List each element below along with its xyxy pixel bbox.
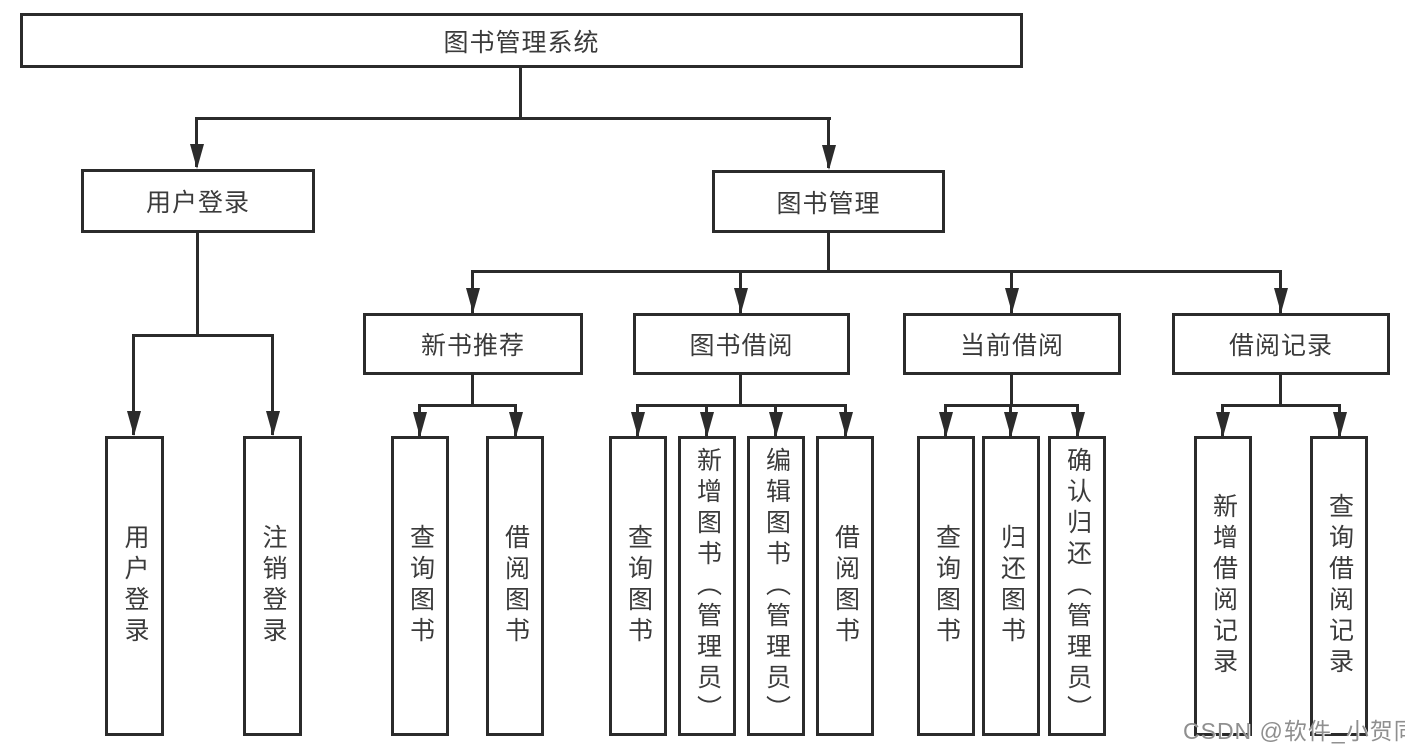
leaf-query-borrow-record: 查询借阅记录 — [1310, 436, 1368, 736]
arrow-down-icon — [1071, 412, 1085, 437]
leaf-return-books-label: 归还图书 — [997, 524, 1026, 648]
connector-newbook-stem — [471, 375, 474, 407]
leaf-edit-books-admin-label: 编辑图书（管理员） — [762, 446, 791, 726]
node-new-book-recommend-label: 新书推荐 — [420, 332, 525, 360]
arrow-down-icon — [769, 412, 783, 437]
arrow-down-icon — [700, 412, 714, 437]
arrow-down-icon — [413, 412, 427, 437]
arrow-down-icon — [734, 288, 748, 313]
leaf-edit-books-admin: 编辑图书（管理员） — [747, 436, 805, 736]
leaf-return-books: 归还图书 — [982, 436, 1040, 736]
arrow-down-icon — [1216, 412, 1230, 437]
leaf-confirm-return-admin-label: 确认归还（管理员） — [1063, 446, 1092, 726]
arrow-down-icon — [127, 411, 141, 436]
leaf-add-books-admin-label: 新增图书（管理员） — [693, 446, 722, 726]
leaf-add-borrow-record: 新增借阅记录 — [1194, 436, 1252, 736]
leaf-add-borrow-record-label: 新增借阅记录 — [1209, 493, 1238, 679]
connector-userlogin-drop-2 — [271, 334, 274, 435]
leaf-query-books-3-label: 查询图书 — [932, 524, 961, 648]
connector-borrowrecords-stem — [1279, 375, 1282, 407]
connector-bookmgmt-stem — [827, 233, 830, 273]
node-current-borrow: 当前借阅 — [903, 313, 1121, 375]
connector-userlogin-drop-1 — [132, 334, 135, 435]
arrow-down-icon — [509, 412, 523, 437]
connector-bookborrow-stem — [739, 375, 742, 407]
node-book-borrow: 图书借阅 — [633, 313, 850, 375]
watermark-text: CSDN @软件_小贺同学 — [1183, 718, 1405, 744]
leaf-borrow-books-2: 借阅图书 — [816, 436, 874, 736]
leaf-add-books-admin: 新增图书（管理员） — [678, 436, 736, 736]
node-borrow-records-label: 借阅记录 — [1228, 332, 1333, 360]
arrow-down-icon — [822, 145, 836, 170]
leaf-query-books-3: 查询图书 — [917, 436, 975, 736]
connector-userlogin-stem — [196, 233, 199, 336]
connector-userlogin-hline — [132, 334, 274, 337]
node-book-management: 图书管理 — [712, 170, 945, 233]
connector-root-hline — [195, 117, 831, 120]
connector-root-left-drop — [195, 117, 198, 167]
leaf-user-login-label: 用户登录 — [121, 524, 149, 648]
arrow-down-icon — [266, 411, 280, 436]
leaf-query-books-1-label: 查询图书 — [406, 524, 435, 648]
leaf-query-books-2: 查询图书 — [609, 436, 667, 736]
leaf-borrow-books-1: 借阅图书 — [486, 436, 544, 736]
connector-bookborrow-hline — [636, 404, 847, 407]
leaf-logout: 注销登录 — [243, 436, 302, 736]
leaf-borrow-books-1-label: 借阅图书 — [501, 524, 530, 648]
connector-root-right-drop — [827, 117, 830, 168]
arrow-down-icon — [1004, 412, 1018, 437]
connector-root-stem — [519, 68, 522, 119]
node-user-login: 用户登录 — [81, 169, 315, 233]
node-root: 图书管理系统 — [20, 13, 1023, 68]
leaf-query-books-1: 查询图书 — [391, 436, 449, 736]
arrow-down-icon — [1333, 412, 1347, 437]
node-borrow-records: 借阅记录 — [1172, 313, 1390, 375]
leaf-user-login: 用户登录 — [105, 436, 164, 736]
leaf-borrow-books-2-label: 借阅图书 — [831, 524, 860, 648]
leaf-query-books-2-label: 查询图书 — [624, 524, 653, 648]
arrow-down-icon — [839, 412, 853, 437]
leaf-logout-label: 注销登录 — [259, 524, 287, 648]
leaf-confirm-return-admin: 确认归还（管理员） — [1048, 436, 1106, 736]
arrow-down-icon — [466, 288, 480, 313]
arrow-down-icon — [939, 412, 953, 437]
node-book-management-label: 图书管理 — [776, 189, 881, 218]
arrow-down-icon — [190, 144, 204, 169]
node-new-book-recommend: 新书推荐 — [363, 313, 583, 375]
node-root-label: 图书管理系统 — [443, 28, 600, 57]
node-book-borrow-label: 图书借阅 — [689, 332, 794, 360]
arrow-down-icon — [631, 412, 645, 437]
leaf-query-borrow-record-label: 查询借阅记录 — [1325, 493, 1354, 679]
connector-bookmgmt-hline — [471, 270, 1282, 273]
connector-newbook-hline — [418, 404, 517, 407]
node-current-borrow-label: 当前借阅 — [959, 332, 1064, 360]
node-user-login-label: 用户登录 — [145, 189, 250, 217]
arrow-down-icon — [1005, 288, 1019, 313]
arrow-down-icon — [1274, 288, 1288, 313]
connector-borrowrecords-hline — [1221, 404, 1341, 407]
connector-currentborrow-stem — [1010, 375, 1013, 407]
